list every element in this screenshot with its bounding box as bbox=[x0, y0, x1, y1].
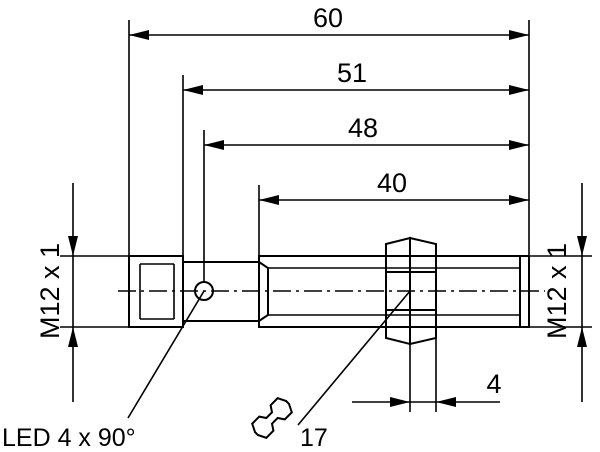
arrow-head bbox=[509, 85, 529, 95]
dimension-48-label: 48 bbox=[348, 113, 378, 143]
arrow-head bbox=[390, 397, 410, 407]
nut-width-label: 4 bbox=[486, 369, 501, 399]
wrench-size-label: 17 bbox=[300, 424, 328, 452]
thread-label-left: M12 x 1 bbox=[35, 243, 65, 339]
dimension-51-label: 51 bbox=[337, 58, 367, 88]
arrow-head bbox=[68, 327, 78, 347]
arrow-head bbox=[509, 195, 529, 205]
arrow-head bbox=[509, 140, 529, 150]
arrow-head bbox=[577, 327, 587, 347]
arrow-head bbox=[68, 236, 78, 256]
arrow-head bbox=[436, 397, 456, 407]
threaded-barrel bbox=[258, 255, 530, 328]
arrow-head bbox=[509, 30, 529, 40]
dimension-60-label: 60 bbox=[313, 3, 343, 33]
arrow-head bbox=[577, 236, 587, 256]
arrow-head bbox=[129, 30, 149, 40]
thread-label-right: M12 x 1 bbox=[542, 243, 572, 339]
led-leader-line bbox=[127, 290, 205, 419]
arrow-head bbox=[183, 85, 203, 95]
arrow-head bbox=[204, 140, 224, 150]
wrench-icon bbox=[251, 397, 293, 439]
led-label: LED 4 x 90° bbox=[2, 424, 136, 452]
wrench-leader-line bbox=[297, 290, 411, 426]
arrow-head bbox=[259, 195, 279, 205]
dimension-40-label: 40 bbox=[377, 168, 407, 198]
